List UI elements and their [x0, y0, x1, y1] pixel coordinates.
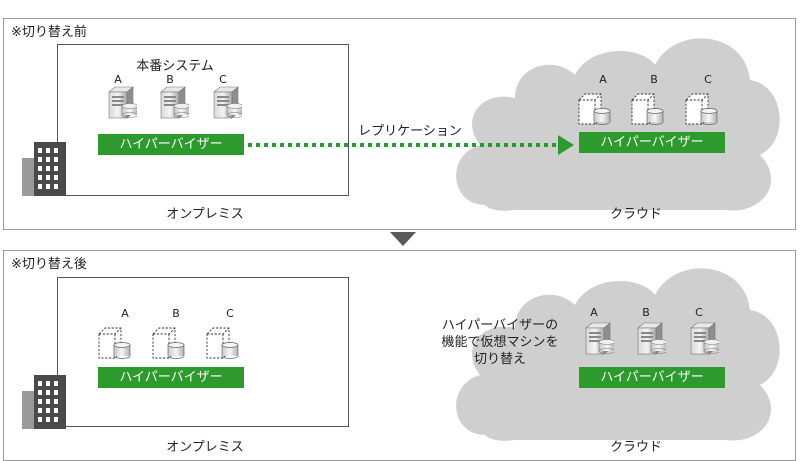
building-icon: [22, 142, 66, 196]
vm-letter: C: [695, 306, 703, 319]
vm-placeholder-icon: [97, 326, 131, 360]
switch-note-line: 機能で仮想マシンを: [441, 335, 559, 350]
down-arrow-icon: [390, 232, 416, 246]
hypervisor-bar: ハイパーバイザー: [579, 132, 725, 153]
vm-letter: A: [121, 307, 129, 320]
vm-letter: A: [599, 73, 607, 86]
vm-letter: B: [172, 307, 180, 320]
vm-letter: B: [642, 306, 650, 319]
hypervisor-bar: ハイパーバイザー: [98, 367, 244, 388]
switch-note-line: ハイパーバイザーの: [441, 318, 559, 333]
vm-letter: C: [219, 73, 227, 86]
hypervisor-bar: ハイパーバイザー: [98, 134, 244, 155]
server-icon: [208, 86, 242, 120]
vm-placeholder-icon: [684, 92, 718, 126]
onprem-label: オンプレミス: [166, 207, 244, 222]
building-icon: [22, 375, 66, 429]
onprem-box-before: [57, 44, 349, 196]
vm-letter: C: [226, 307, 234, 320]
vm-letter: A: [114, 73, 122, 86]
vm-letter: B: [166, 73, 174, 86]
server-icon: [155, 86, 189, 120]
server-icon: [580, 322, 614, 356]
server-icon: [103, 86, 137, 120]
cloud-shape: [456, 268, 780, 441]
vm-placeholder-icon: [577, 92, 611, 126]
after-title: ※切り替え後: [11, 257, 87, 272]
onprem-label: オンプレミス: [166, 440, 244, 455]
vm-letter: B: [650, 73, 658, 86]
server-icon: [632, 322, 666, 356]
switch-note-line: 切り替え: [473, 352, 526, 367]
hypervisor-bar: ハイパーバイザー: [579, 367, 725, 388]
cloud-label: クラウド: [609, 440, 662, 455]
before-title: ※切り替え前: [11, 25, 87, 40]
replication-arrow: [248, 135, 574, 155]
cloud-shape: [456, 38, 780, 211]
vm-letter: C: [704, 73, 712, 86]
replication-label: レプリケーション: [358, 124, 462, 139]
vm-letter: A: [590, 306, 598, 319]
vm-placeholder-icon: [151, 326, 185, 360]
production-system-label: 本番システム: [136, 59, 214, 74]
cloud-label: クラウド: [609, 207, 662, 222]
server-icon: [685, 322, 719, 356]
vm-placeholder-icon: [205, 326, 239, 360]
vm-placeholder-icon: [630, 92, 664, 126]
